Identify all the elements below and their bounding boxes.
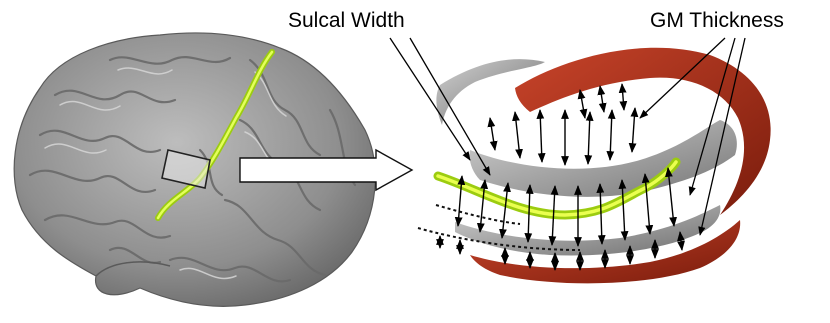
gm-thickness-label: GM Thickness	[650, 9, 784, 32]
sulcus-cross-section	[418, 48, 771, 284]
sulcal-width-label: Sulcal Width	[288, 9, 405, 32]
middle-gray-band	[469, 120, 736, 197]
